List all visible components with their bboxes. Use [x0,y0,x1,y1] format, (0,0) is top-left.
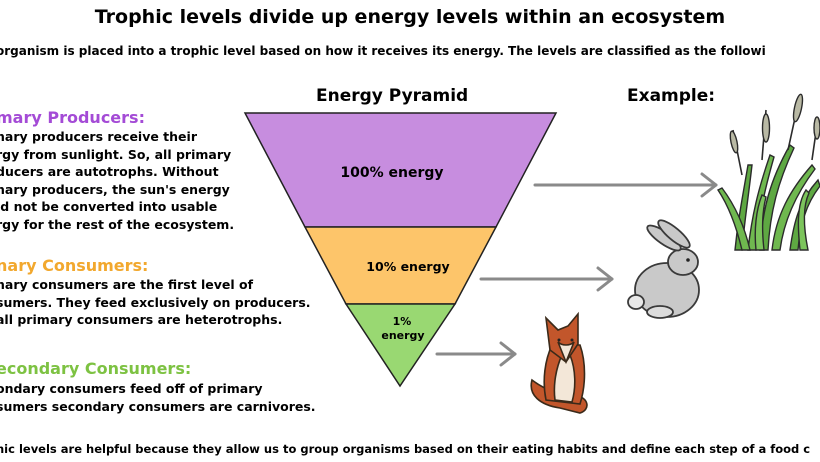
pyramid-title: Energy Pyramid [316,86,469,106]
intro-text: organism is placed into a trophic level … [0,44,766,58]
body-line: nary producers, the sun's energy [0,181,230,197]
section-body-secondary-consumers: ondary consumers feed off of primary sum… [0,380,376,415]
pyramid-level-secondary-consumers [344,303,457,388]
example-title: Example: [627,86,716,106]
pyramid-label-100: 100% energy [340,165,443,181]
arrow-right-icon [435,341,517,367]
pyramid-label-1-line1: 1% [393,315,412,328]
body-line: ld not be converted into usable [0,199,218,214]
body-line: sumers secondary consumers are carnivore… [0,398,316,414]
body-line: nary consumers are the first level of [0,277,254,292]
page-title: Trophic levels divide up energy levels w… [94,6,726,28]
body-line: all primary consumers are heterotrophs. [0,312,283,327]
section-heading-secondary-consumers: econdary Consumers: [0,359,192,378]
section-body-producers: nary producers receive their rgy from su… [0,128,276,233]
body-line: nary producers receive their [0,129,197,144]
rabbit-icon [627,219,700,319]
energy-pyramid: 100% energy 10% energy 1% energy [243,112,558,388]
footer-text: hic levels are helpful because they allo… [0,442,811,456]
fox-icon [530,311,588,414]
arrow-right-icon [479,266,614,292]
body-line: ducers are autotrophs. Without [0,164,219,179]
body-line: sumers. They feed exclusively on produce… [0,294,311,310]
pyramid-label-10: 10% energy [366,259,449,274]
arrow-right-icon [533,172,718,198]
section-heading-producers: mary Producers: [0,108,145,127]
body-line: rgy from sunlight. So, all primary [0,146,232,162]
pyramid-label-1-line2: energy [381,329,424,342]
section-heading-primary-consumers: nary Consumers: [0,256,149,275]
grass-icon [716,93,820,251]
section-body-primary-consumers: nary consumers are the first level of su… [0,276,356,329]
body-line: ondary consumers feed off of primary [0,381,263,396]
body-line: rgy for the rest of the ecosystem. [0,216,235,232]
